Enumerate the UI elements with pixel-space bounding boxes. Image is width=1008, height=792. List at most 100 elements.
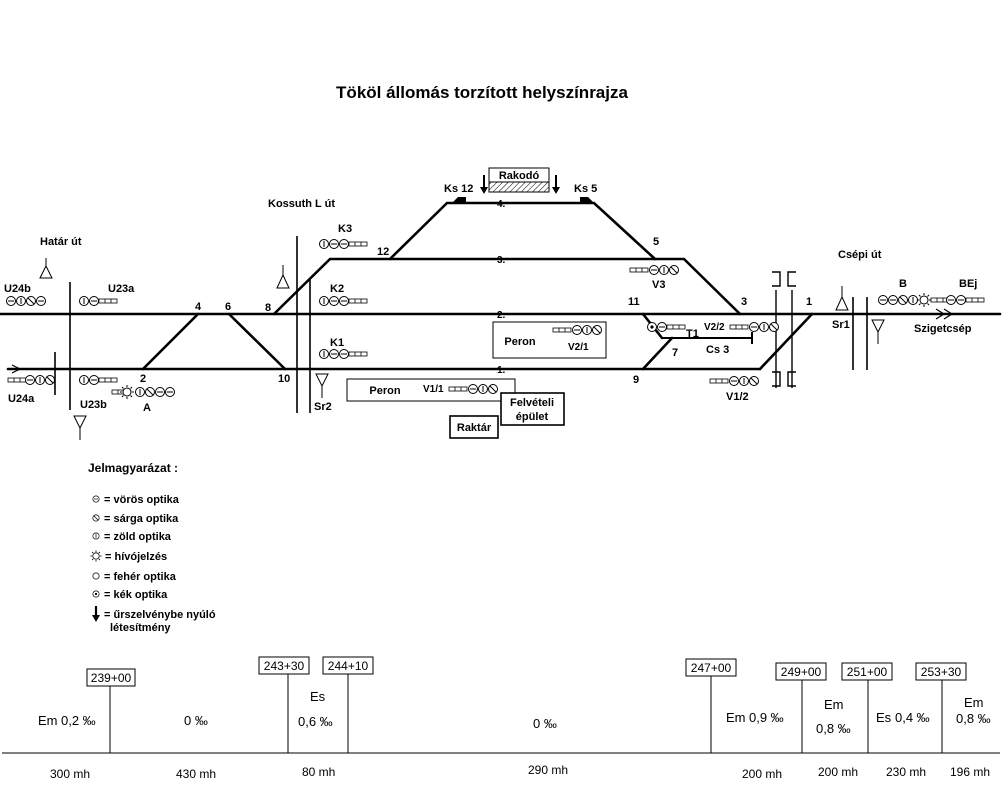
hatar-label: Határ út [40,236,82,248]
track-4-line [388,201,657,261]
chainage-5: 251+00 [847,665,888,679]
switch-numbers: 1 2 3 4 5 6 7 8 9 10 11 12 [140,236,812,386]
crossover-1-9 [758,312,814,371]
raktar [449,415,499,439]
csepi-label: Csépi út [838,249,882,261]
crossing-warning-icon [39,258,849,311]
svg-text:V3: V3 [652,279,665,291]
svg-text:U23b: U23b [80,399,107,411]
svg-text:6: 6 [225,301,231,313]
gauge-intrusion-icon [480,175,560,194]
svg-text:V2/1: V2/1 [568,342,589,353]
chainage-3: 247+00 [691,661,732,675]
gradient-6-value: 0,4 ‰ [895,710,930,725]
svg-text:2: 2 [140,373,146,385]
ks5-label: Ks 5 [574,183,597,195]
felveteli-epulet [500,392,565,426]
svg-text:5: 5 [653,236,659,248]
svg-text:U24b: U24b [4,283,31,295]
length-2: 80 mh [302,765,335,779]
length-1: 430 mh [176,767,216,781]
sr2-label: Sr2 [314,401,332,413]
signal-k3: K3 [319,223,368,249]
svg-text:U24a: U24a [8,393,35,405]
svg-text:4: 4 [195,301,202,313]
page-title: Tököl állomás torzított helyszínrajza [336,83,628,102]
legend-gauge-intrusion: = űrszelvénybe nyúló [104,609,216,621]
chainage-4: 249+00 [781,665,822,679]
length-6: 230 mh [886,765,926,779]
svg-text:7: 7 [672,347,678,359]
peron-1-label: Peron [369,385,400,397]
track-3-number: 3. [497,255,506,266]
crossover-2-4 [141,312,200,371]
svg-text:9: 9 [633,374,639,386]
svg-text:1: 1 [806,296,812,308]
gradient-7-value: 0,8 ‰ [956,711,991,726]
svg-text:3: 3 [741,296,747,308]
gradient-4-type: Em [726,710,746,725]
szigetcsep-label: Szigetcsép [914,323,972,335]
signal-u23b: U23b [79,375,118,411]
svg-text:8: 8 [265,302,271,314]
peron-2-label: Peron [504,336,535,348]
gradient-5-type: Em [824,697,844,712]
felveteli-label-1: Felvételi [510,397,554,409]
legend-call-signal: = hívójelzés [105,551,167,563]
gradient-2-value: 0,6 ‰ [298,714,333,729]
signal-v1-1: V1/1 [423,384,498,395]
chainage-boxes [86,656,967,687]
signal-v2-2: V2/2 [704,322,779,333]
legend-white-optic: = fehér optika [104,571,177,583]
signal-v2-1: V2/1 [552,325,602,353]
signal-k1: K1 [319,337,368,359]
chainage-0: 239+00 [91,671,132,685]
legend-yellow-optic: = sárga optika [104,513,179,525]
signal-u24a: U24a [7,375,55,405]
gauge-intrusion-icon [92,606,100,622]
profile-dividers [109,674,943,753]
signal-u23a: U23a [79,283,135,306]
signal-v1-2: V1/2 [709,376,759,403]
signal-bej: BEj [946,278,985,305]
signal-t1: T1 [647,322,699,340]
legend-heading: Jelmagyarázat : [88,461,178,475]
length-4: 200 mh [742,767,782,781]
svg-text:T1: T1 [686,328,699,340]
track-4-number: 4. [497,199,506,210]
signal-v3: V3 [629,265,679,291]
chainage-2: 244+10 [328,659,369,673]
track-layout [0,201,1002,371]
track-2-number: 2. [497,310,506,321]
svg-text:BEj: BEj [959,278,977,290]
svg-text:B: B [899,278,907,290]
legend-green-optic: = zöld optika [104,531,172,543]
gradient-1-value: 0 ‰ [184,713,208,728]
svg-text:12: 12 [377,246,389,258]
gradient-4-value: 0,9 ‰ [749,710,784,725]
length-5: 200 mh [818,765,858,779]
bridge [772,271,796,388]
track-1-number: 1. [497,365,506,376]
length-labels: 300 mh 430 mh 80 mh 290 mh 200 mh 200 mh… [50,763,990,781]
crossover-7 [641,336,674,371]
signal-u24b: U24b [4,283,46,306]
svg-text:U23a: U23a [108,283,135,295]
gradient-labels: Em 0,2 ‰ 0 ‰ Es 0,6 ‰ 0 ‰ Em 0,9 ‰ Em 0,… [38,689,991,736]
crossing-signal-icon [73,319,885,440]
gradient-5-value: 0,8 ‰ [816,721,851,736]
chainage-6: 253+30 [921,665,962,679]
chainage-1: 243+30 [264,659,305,673]
gradient-3-value: 0 ‰ [533,716,557,731]
legend-blue-optic: = kék optika [104,589,168,601]
ks5-marker [580,197,594,203]
svg-text:V1/2: V1/2 [726,391,749,403]
length-0: 300 mh [50,767,90,781]
arrow-right-end [935,308,954,320]
svg-text:V1/1: V1/1 [423,384,444,395]
ks12-marker [452,197,466,203]
length-3: 290 mh [528,763,568,777]
svg-text:V2/2: V2/2 [704,322,725,333]
felveteli-label-2: épület [516,411,549,423]
